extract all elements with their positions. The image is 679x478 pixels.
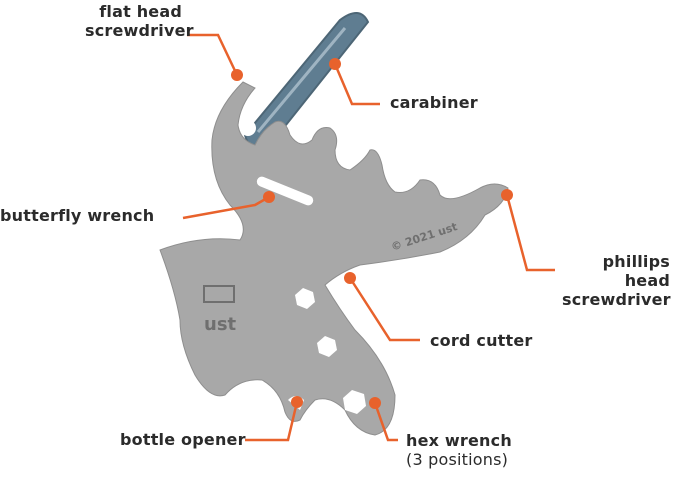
logo-text: ust bbox=[204, 314, 237, 335]
moose-tool-body bbox=[159, 81, 509, 436]
hex-hole bbox=[317, 336, 337, 357]
label-line: hex wrench bbox=[406, 431, 512, 450]
hex-hole bbox=[295, 288, 315, 309]
label-line: screwdriver bbox=[562, 290, 671, 309]
label-bottle-opener: bottle opener bbox=[120, 430, 246, 449]
label-cord-cutter: cord cutter bbox=[430, 331, 533, 350]
hex-hole bbox=[343, 390, 366, 414]
label-butterfly-wrench: butterfly wrench bbox=[0, 206, 155, 225]
carabiner bbox=[243, 12, 370, 150]
label-line: screwdriver bbox=[85, 21, 194, 40]
label-line: flat head bbox=[99, 2, 182, 21]
label-subtext: (3 positions) bbox=[406, 450, 509, 469]
callout-dots bbox=[231, 58, 513, 409]
label-carabiner: carabiner bbox=[390, 93, 478, 112]
label-hex-wrench: hex wrench (3 positions) bbox=[406, 431, 512, 469]
label-flat-head-screwdriver: flat head screwdriver bbox=[85, 2, 194, 40]
ust-logo: ust bbox=[203, 285, 237, 335]
label-phillips-head-screwdriver: phillips head screwdriver bbox=[562, 252, 671, 309]
label-line: phillips head bbox=[602, 252, 670, 290]
